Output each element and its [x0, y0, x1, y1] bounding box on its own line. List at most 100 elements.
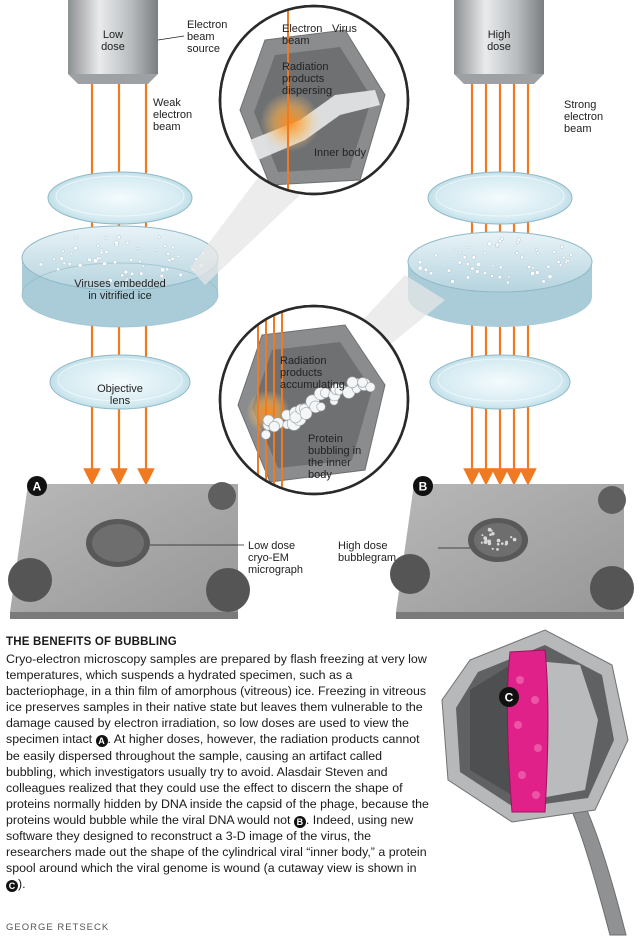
inner-body-spool: [506, 649, 549, 813]
virus-cutaway-reconstruction: [441, 629, 629, 936]
ice-dot: [120, 273, 125, 278]
ice-dot: [490, 274, 494, 278]
bubble-icon: [260, 376, 376, 440]
credit: GEORGE RETSECK: [6, 922, 110, 933]
ice-dot: [129, 271, 135, 276]
lens-icon: [427, 171, 573, 225]
marker-a-inline: A: [95, 735, 108, 748]
ice-dot: [531, 266, 535, 270]
ice-dot: [462, 255, 467, 260]
marker-b: B: [413, 476, 433, 496]
ice-dot: [496, 548, 499, 551]
ice-dot: [564, 260, 568, 264]
ice-dot: [99, 250, 104, 255]
ice-dot: [467, 246, 471, 250]
ice-dot: [159, 273, 164, 279]
ice-dot: [491, 547, 494, 550]
ice-dot: [73, 245, 78, 251]
svg-text:C: C: [505, 691, 514, 705]
ice-dot: [166, 252, 170, 256]
ice-dot: [423, 267, 428, 272]
ice-dot: [491, 264, 495, 268]
ice-dot: [516, 240, 520, 245]
ice-dot: [114, 240, 119, 246]
ice-dot: [536, 251, 540, 255]
ice-dot: [552, 249, 557, 254]
objective-lens: [429, 354, 571, 410]
ice-dot: [446, 268, 451, 273]
ice-dot: [74, 235, 78, 240]
ice-dot: [535, 270, 540, 275]
ice-dot: [560, 244, 564, 249]
ice-dot: [56, 267, 61, 272]
ice-dot: [541, 279, 546, 284]
ice-dot: [96, 244, 100, 248]
inset-top-inner-body-label: Inner body: [314, 147, 366, 159]
ice-dot: [556, 260, 561, 264]
ice-dot: [562, 255, 566, 260]
ice-dot: [417, 265, 423, 271]
ice-dot: [475, 269, 480, 274]
ice-dot: [417, 260, 423, 265]
zoom-wedge-top: [190, 175, 300, 285]
ice-dot: [491, 532, 495, 536]
ice-dot: [566, 259, 570, 263]
ice-dot: [487, 527, 492, 532]
ice-dot: [102, 261, 107, 266]
ice-dot: [116, 235, 121, 240]
ice-dot: [125, 240, 130, 245]
ice-dot: [141, 264, 145, 268]
ice-dot: [487, 539, 492, 544]
ice-dot: [487, 241, 492, 247]
ice-dot: [496, 538, 501, 543]
ice-dot: [170, 256, 175, 261]
ice-dot: [490, 529, 493, 532]
bubble: [357, 377, 368, 388]
ice-dot: [481, 534, 484, 537]
inset-top-virus-label: Virus: [332, 23, 357, 35]
ice-dot: [556, 256, 560, 260]
ice-dot: [506, 280, 510, 285]
lens-icon: [47, 171, 193, 225]
caption-title: THE BENEFITS OF BUBBLING: [6, 636, 177, 648]
ice-dot: [176, 254, 181, 258]
ice-dot: [165, 267, 169, 272]
ice-dot: [429, 271, 434, 276]
ice-dot: [139, 271, 144, 276]
ice-dot: [61, 249, 65, 253]
ice-dot: [77, 263, 83, 268]
ice-dot: [495, 242, 500, 247]
ice-dot: [470, 266, 475, 271]
ice-dot: [480, 541, 483, 544]
marker-c: C: [499, 687, 519, 707]
ice-dot: [504, 543, 507, 546]
vitrified-ice-disk: [407, 231, 593, 327]
ice-dot: [38, 262, 43, 267]
ice-dot: [434, 253, 439, 258]
ice-dot: [96, 256, 100, 261]
ice-dot: [167, 258, 172, 263]
electron-gun-icon: [68, 0, 158, 84]
marker-a: A: [27, 476, 47, 496]
ice-dot: [136, 247, 139, 251]
ice-dot: [138, 259, 142, 263]
ice-dot: [452, 248, 456, 252]
ice-dot: [67, 261, 72, 266]
bubble: [268, 421, 280, 433]
ice-dot: [512, 537, 517, 542]
ice-dot: [154, 248, 158, 252]
svg-text:A: A: [33, 480, 42, 494]
ice-dot: [500, 237, 504, 241]
high-dose-micrograph: [390, 484, 634, 619]
